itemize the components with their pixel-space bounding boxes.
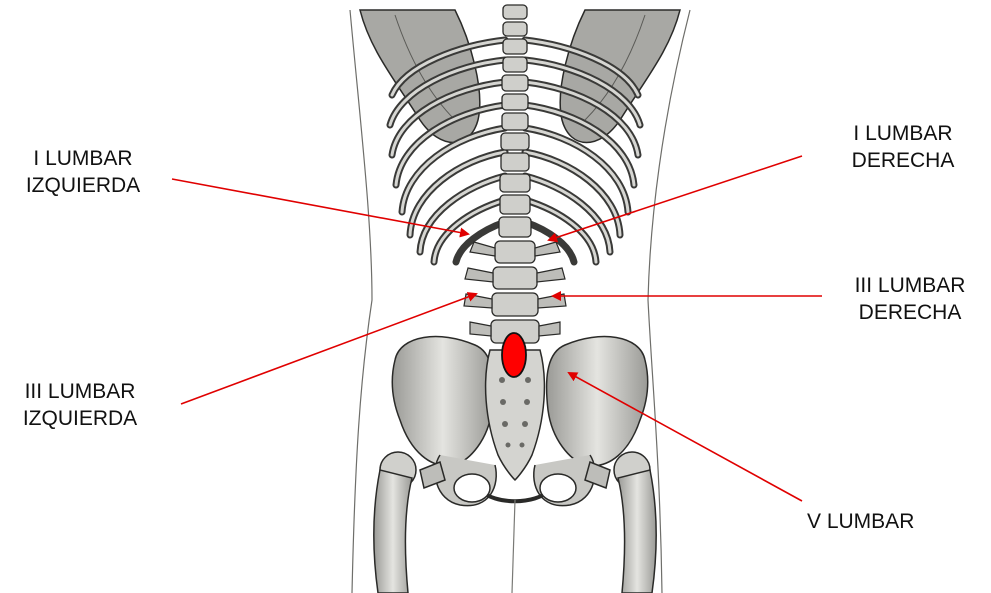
label-l3-right-line1: III LUMBAR [830, 272, 990, 299]
label-l1-left-line1: I LUMBAR [8, 145, 158, 172]
label-l1-left-line2: IZQUIERDA [8, 172, 158, 199]
label-l3-left-line2: IZQUIERDA [5, 405, 155, 432]
label-l1-right-line2: DERECHA [828, 147, 978, 174]
label-l3-right: III LUMBAR DERECHA [830, 272, 990, 326]
arrow-l1-left [172, 179, 468, 234]
label-l1-right: I LUMBAR DERECHA [828, 120, 978, 174]
label-l1-left: I LUMBAR IZQUIERDA [8, 145, 158, 199]
label-l5: V LUMBAR [807, 508, 914, 535]
spine [491, 5, 539, 343]
label-l3-left: III LUMBAR IZQUIERDA [5, 378, 155, 432]
label-l1-right-line1: I LUMBAR [828, 120, 978, 147]
label-l5-line1: V LUMBAR [807, 508, 914, 535]
cleft-line [512, 500, 515, 593]
lumbar-marker [502, 333, 526, 377]
arrow-l1-right [549, 156, 802, 240]
label-l3-left-line1: III LUMBAR [5, 378, 155, 405]
label-l3-right-line2: DERECHA [830, 299, 990, 326]
